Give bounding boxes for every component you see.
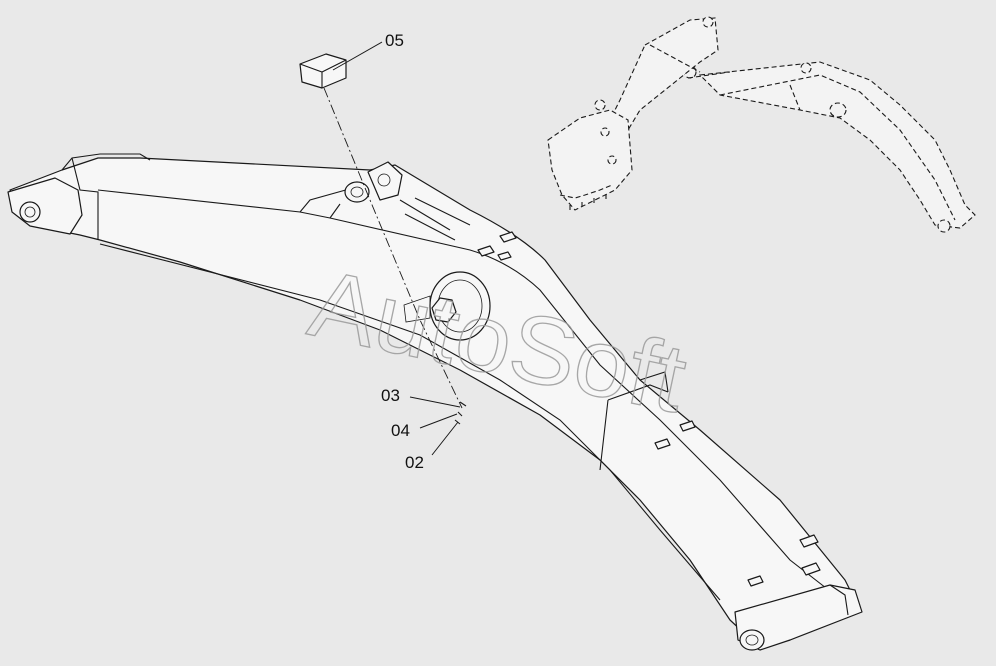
overview-excavator [547,16,976,233]
callout-05: 05 [385,31,404,50]
overview-arm [698,61,976,229]
arm-body [9,157,861,649]
excavator-arm [7,153,863,651]
leader-04 [419,413,458,429]
callout-03: 03 [381,386,400,405]
leader-05 [332,41,383,71]
overview-bucket [547,109,633,211]
part-05-cap [299,53,347,89]
rear-pin-boss [739,629,765,651]
callout-04: 04 [391,421,410,440]
leader-03 [409,396,461,408]
upper-pin-boss [344,181,370,203]
assembly-axis-line [323,87,463,409]
callout-02: 02 [405,453,424,472]
leader-02 [431,421,459,456]
front-pin-boss [19,201,41,223]
grease-fitting [431,297,457,323]
